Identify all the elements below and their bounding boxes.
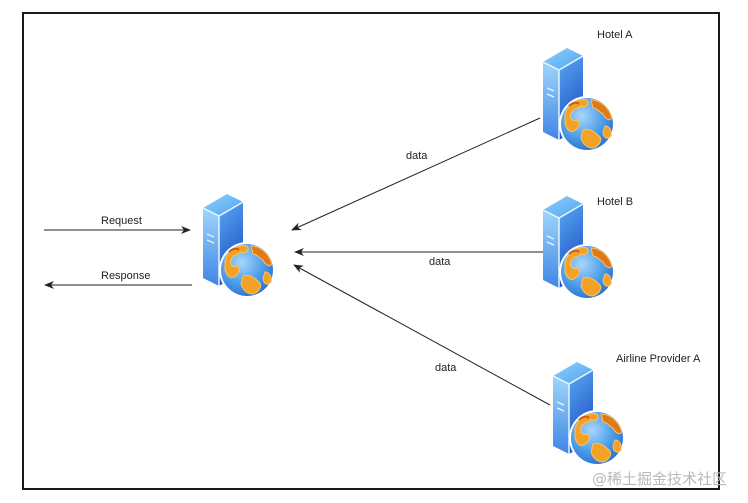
- request-label: Request: [101, 215, 142, 227]
- watermark: @稀土掘金技术社区: [592, 470, 727, 488]
- response-label: Response: [101, 270, 151, 282]
- hotel-a-data-arrow: [291, 117, 541, 231]
- airline-a-data-label: data: [435, 362, 457, 374]
- diagram-frame: [22, 12, 720, 490]
- aggregator-server-icon: [202, 193, 276, 299]
- hotel-a-label: Hotel A: [597, 29, 633, 41]
- hotel-b-server-icon: [542, 195, 616, 301]
- airline-a-data-arrow: [293, 264, 551, 406]
- hotel-a-server-icon: [542, 47, 616, 153]
- airline-a-label: Airline Provider A: [616, 353, 701, 365]
- airline-a-server-icon: [552, 361, 626, 467]
- hotel-b-data-label: data: [429, 256, 451, 268]
- hotel-a-data-label: data: [406, 150, 428, 162]
- hotel-b-label: Hotel B: [597, 196, 633, 208]
